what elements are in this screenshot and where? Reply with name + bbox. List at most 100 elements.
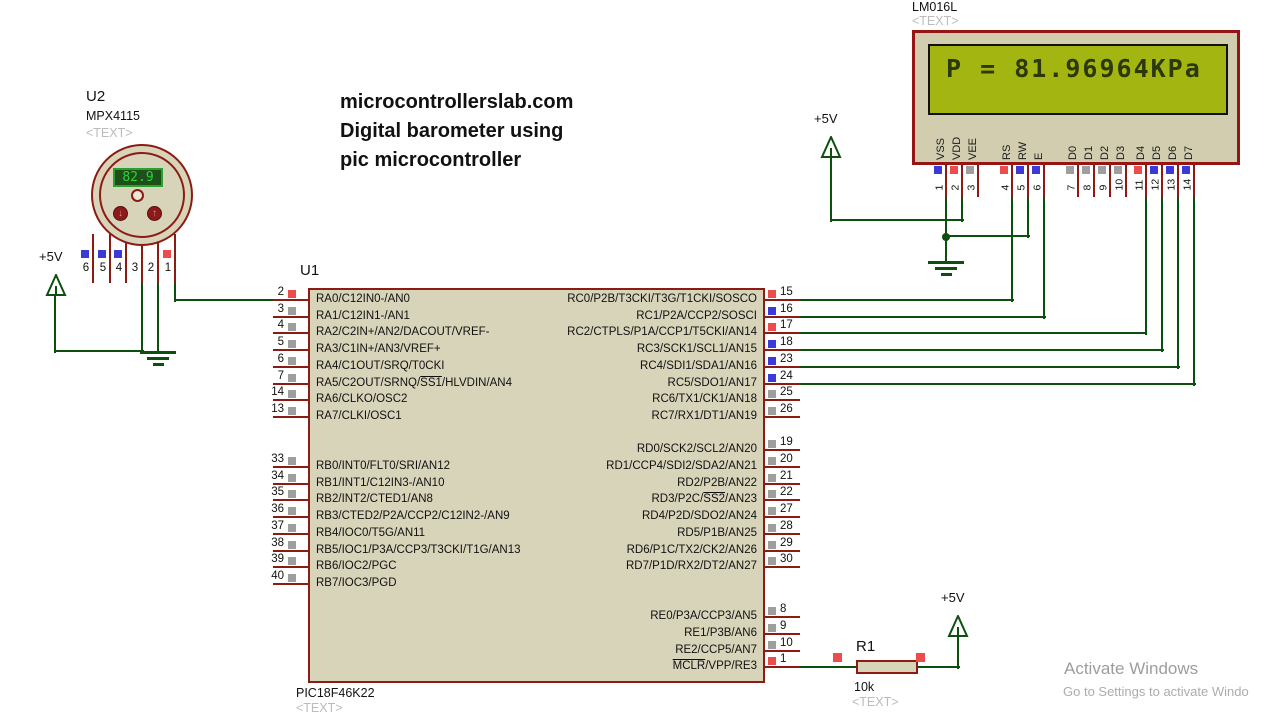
pin-state-indicator [288,490,296,498]
pin-number: 13 [271,403,284,415]
wire [830,156,832,222]
pin-state-indicator [1032,166,1040,174]
chip-pin [765,332,800,334]
chip-pin [765,466,800,468]
pin-label: RC2/CTPLS/P1A/CCP1/T5CKI/AN14 [567,326,757,338]
chip-pin [765,399,800,401]
pin-number: 7 [277,370,284,382]
lcd-pin-label: D0 [1067,145,1079,160]
pin-state-indicator [1082,166,1090,174]
pin-state-indicator [768,557,776,565]
pin-number: 8 [1081,184,1094,191]
lcd-pin-label: VEE [967,137,979,160]
watermark-activate: Activate Windows [1064,659,1199,678]
chip-pin [273,483,308,485]
pin-state-indicator [114,250,122,258]
wire [157,281,159,353]
lcd-pin [1193,165,1195,197]
pin-state-indicator [1182,166,1190,174]
lcd-pin-label: RS [1001,144,1013,160]
chip-pin [765,650,800,652]
pin-state-indicator [1134,166,1142,174]
pin-number: 1 [164,262,172,274]
up-arrow-icon: ↑ [152,208,157,219]
sensor-decrease-button[interactable]: ↓ [113,206,128,221]
pin-number: 33 [271,453,284,465]
pin-number: 21 [780,470,793,482]
pin-state-indicator [768,390,776,398]
pin-state-indicator [1000,166,1008,174]
lcd-pin [1161,165,1163,197]
pin-state-indicator [833,653,842,662]
chip-pin [765,550,800,552]
power-arrow-icon [820,136,842,158]
lcd-pin [1077,165,1079,197]
pin-state-indicator [768,624,776,632]
pin-number: 30 [780,553,793,565]
pin-number: 8 [780,603,787,615]
pin-state-indicator [1016,166,1024,174]
pin-number: 28 [780,520,793,532]
pin-label: RD4/P2D/SDO2/AN24 [641,510,757,522]
pin-label: RB0/INT0/FLT0/SRI/AN12 [316,460,450,472]
r1-ref: R1 [856,638,876,655]
pin-number: 6 [277,353,284,365]
lcd-pin [977,165,979,197]
pin-number: 2 [277,286,284,298]
pin-state-indicator [1098,166,1106,174]
pin-state-indicator [288,407,296,415]
power-arrow-icon [45,274,67,296]
pin-state-indicator [288,323,296,331]
wire [918,666,960,668]
down-arrow-icon: ↓ [118,208,123,219]
pin-label: RA1/C12IN1-/AN1 [316,310,410,322]
watermark-settings: Go to Settings to activate Windo [1063,684,1249,699]
pin-number: 11 [1133,179,1146,191]
pin-state-indicator [934,166,942,174]
r1-body[interactable] [856,660,918,674]
lcd-pin [1093,165,1095,197]
ground-symbol [928,261,964,264]
sensor-pin [141,234,143,283]
lcd-ref: LM016L [912,0,958,14]
title-line-2: Digital barometer using [340,120,564,142]
ground-symbol [940,273,952,276]
pin-number: 1 [780,653,787,665]
lcd-pin [1027,165,1029,197]
lcd-pin-label: E [1033,152,1045,160]
pin-label: RA6/CLKO/OSC2 [316,393,408,405]
chip-pin [765,366,800,368]
u1-body[interactable] [308,288,765,683]
pin-label: RA0/C12IN0-/AN0 [316,293,410,305]
pin-number: 13 [1165,178,1178,191]
pin-label: RC4/SDI1/SDA1/AN16 [640,360,757,372]
power-5v-label: +5V [39,249,63,264]
pin-label: RD1/CCP4/SDI2/SDA2/AN21 [606,460,757,472]
pin-state-indicator [288,557,296,565]
pin-state-indicator [768,641,776,649]
pin-number: 4 [999,184,1012,191]
chip-pin [765,299,800,301]
pin-state-indicator [288,574,296,582]
pin-number: 2 [147,262,155,274]
pin-number: 3 [965,184,978,191]
wire [54,294,56,353]
pin-number: 4 [115,262,123,274]
sensor-pin [109,234,111,283]
pin-state-indicator [288,541,296,549]
chip-pin [765,449,800,451]
chip-pin [273,383,308,385]
chip-pin [765,383,800,385]
pin-label: RD5/P1B/AN25 [677,527,757,539]
chip-pin [273,566,308,568]
wire [1027,197,1029,238]
pin-label: RB6/IOC2/PGC [316,560,397,572]
pin-label: RD6/P1C/TX2/CK2/AN26 [626,544,757,556]
sensor-increase-button[interactable]: ↑ [147,206,162,221]
chip-pin [273,516,308,518]
u1-part: PIC18F46K22 [296,686,375,700]
power-arrow-icon [947,615,969,637]
pin-state-indicator [768,290,776,298]
pin-number: 35 [271,486,284,498]
pin-state-indicator [1066,166,1074,174]
